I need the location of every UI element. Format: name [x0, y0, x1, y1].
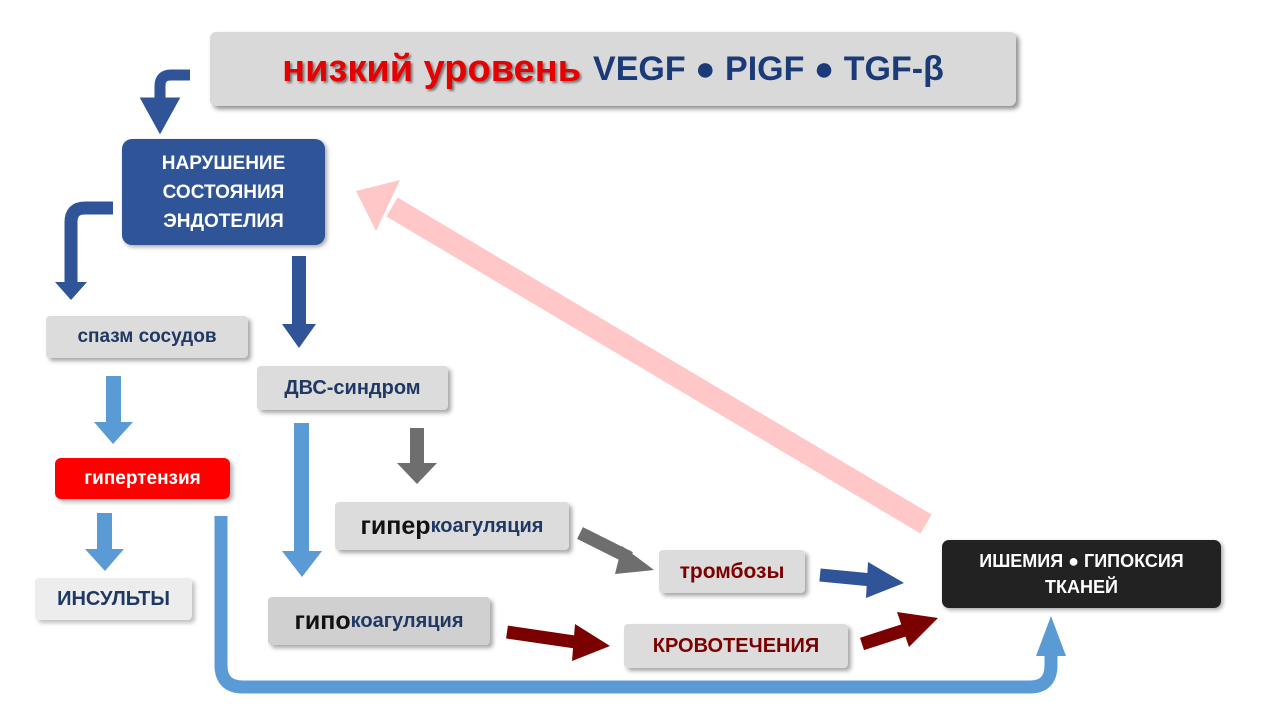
arrow-head-dic	[282, 324, 316, 348]
arrow-thrombosis-to-ischemia	[819, 568, 873, 587]
arrow-endothelium-to-dic	[292, 256, 306, 324]
arrow-head-ischemia-3	[1036, 616, 1066, 656]
hyper-prefix: гипер	[360, 511, 431, 540]
node-endothelium: НАРУШЕНИЕ СОСТОЯНИЯ ЭНДОТЕЛИЯ	[122, 139, 325, 245]
arrow-head-ischemia-1	[866, 562, 904, 598]
hypo-suffix: коагуляция	[350, 609, 464, 632]
node-ischemia-hypoxia: ИШЕМИЯ ● ГИПОКСИЯ ТКАНЕЙ	[942, 540, 1221, 608]
arrow-head-hypertension	[94, 422, 133, 444]
title-box: низкий уровень VEGF ● PIGF ● TGF-β	[210, 32, 1016, 106]
node-vasospasm: спазм сосудов	[46, 316, 248, 358]
arrow-endothelium-to-spasm	[64, 201, 113, 282]
hypo-prefix: гипо	[294, 606, 351, 635]
arrow-head-endothelium	[356, 180, 400, 231]
arrow-head-spasm	[55, 282, 87, 300]
node-bleeding: КРОВОТЕЧЕНИЯ	[624, 624, 848, 668]
hyper-suffix: коагуляция	[430, 514, 544, 537]
arrow-dic-to-hypo	[294, 423, 309, 551]
arrow-head-thrombosis	[615, 546, 654, 574]
arrow-hypertension-to-ischemia	[214, 516, 1058, 694]
arrow-dic-to-hyper	[410, 428, 424, 463]
arrow-spasm-to-hypertension	[106, 376, 121, 422]
node-hypertension: гипертензия	[55, 458, 230, 499]
node-thrombosis: тромбозы	[659, 550, 805, 593]
arrow-head-ischemia-2	[897, 612, 938, 647]
arrow-hypertension-to-strokes	[97, 513, 112, 549]
arrow-hypo-to-bleeding	[506, 625, 576, 649]
title-low-level: низкий уровень	[282, 47, 582, 90]
arrow-head-hyper	[397, 463, 437, 484]
arrow-head-strokes	[85, 549, 124, 571]
arrow-head-hypo	[282, 551, 322, 577]
arrow-head-bleeding	[572, 624, 610, 661]
title-factors: VEGF ● PIGF ● TGF-β	[593, 49, 944, 88]
arrow-bleeding-to-ischemia	[859, 623, 908, 651]
arrow-ischemia-to-endothelium	[386, 197, 932, 534]
node-strokes: ИНСУЛЬТЫ	[35, 578, 192, 620]
arrow-head-title	[146, 102, 174, 125]
node-dic-syndrome: ДВС-синдром	[257, 366, 448, 410]
